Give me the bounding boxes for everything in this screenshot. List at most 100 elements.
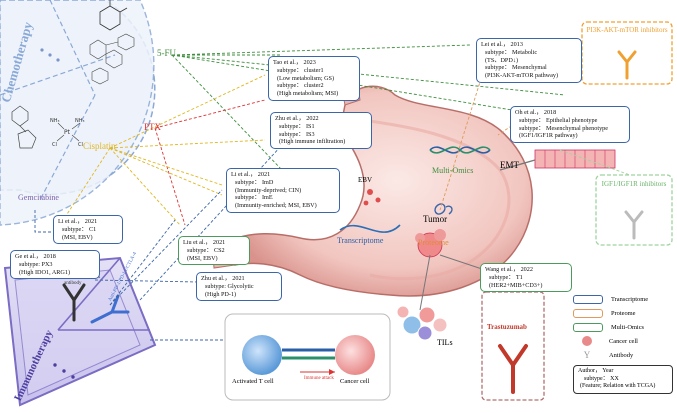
study-line: subtype： Mesenchymal phenotype [519, 124, 609, 132]
study-box-liu-2021: Liu et al.， 2021 subtype： CS2 (MSI, EBV) [178, 236, 250, 266]
drug-5fu-label: 5-FU [157, 48, 177, 58]
cancer-cell-label: Cancer cell [340, 378, 370, 385]
anti-pd1-antibody-icon [90, 294, 130, 324]
study-line: subtype: PX3 [19, 260, 53, 268]
cisplatin-nh3-left: NH₃ [50, 118, 60, 124]
study-box-zhu-2022: Zhu et al.， 2022 subtype： IS1 subtype： I… [270, 112, 372, 149]
legend-label: Antibody [609, 351, 634, 359]
legend-swatch [573, 322, 603, 332]
study-line: (TS、DPD↓) [485, 56, 519, 64]
drug-ptx-label: PTX [144, 122, 162, 132]
trastuzumab-antibody-icon [498, 344, 528, 394]
study-title: Lei et al.， 2013 [481, 41, 523, 48]
emt-label: EMT [500, 160, 519, 170]
legend-label: Cancer cell [609, 337, 638, 345]
legend-label: Multi-Omics [611, 323, 645, 331]
study-box-oh-2018: Oh et al.， 2018 subtype： Epithelial phen… [510, 106, 630, 143]
activated-t-cell-label: Activated T cell [232, 378, 274, 385]
tumor-mass [415, 229, 446, 258]
legend-item-multi-omics: Multi-Omics [573, 320, 673, 334]
drug-gemcitabine-label: Gemcitabine [18, 193, 59, 202]
study-line: subtype： cluster1 [277, 66, 324, 74]
study-line: subtype： cluster2 [277, 82, 324, 90]
study-line: subtype： CS2 [187, 246, 225, 254]
transcriptome-rna-icon [339, 224, 401, 233]
study-line: subtype： IS1 [279, 122, 315, 130]
igf-antibody-icon [624, 210, 644, 240]
antibody-icon: Y [583, 349, 591, 360]
trastuzumab-label: Trastuzumab [487, 323, 527, 331]
cisplatin-nh3-right: NH₃ [75, 118, 85, 124]
study-title: Li et al.， 2021 [231, 171, 271, 178]
legend-label: Transcriptome [611, 295, 649, 303]
study-title: Wang et al.， 2022 [485, 266, 533, 273]
legend-swatch [573, 308, 603, 318]
fluorouracil-structure-icon [99, 0, 128, 31]
chemotherapy-panel: NH₃ NH₃ Pt Cl Cl [0, 0, 156, 226]
trastuzumab-box [481, 291, 545, 401]
study-box-li-2021-c1: Li et al.， 2021 subtype： C1 (MSI, EBV) [53, 215, 123, 245]
study-line: (Immunity-deprived; CIN) [235, 186, 302, 194]
legend-key-box: Author， Year subtype： XX (Feature; Relat… [573, 365, 673, 394]
legend-label: Proteome [611, 309, 636, 317]
study-line: subtype： Metabolic [485, 48, 538, 56]
study-title: Zhu et al.， 2021 [201, 275, 245, 282]
legend-swatch [573, 294, 603, 304]
legend-key-title: Author， Year [578, 368, 614, 374]
legend-key-line: subtype： XX [584, 375, 619, 382]
study-title: Li et al.， 2021 [58, 218, 98, 225]
legend-item-proteome: Proteome [573, 306, 673, 320]
multi-omics-label: Multi-Omics [432, 166, 474, 175]
study-box-li-2021-imd: Li et al.， 2021 subtype： ImD (Immunity-d… [226, 168, 340, 213]
drug-cisplatin-label: Cisplatin [83, 141, 116, 151]
cancer-cell-inset [335, 335, 375, 375]
study-box-tao-2023: Tao et al.， 2023 subtype： cluster1 (Low … [268, 56, 360, 101]
anti-ido-antibody-icon [62, 283, 86, 322]
tumor-label: Tumor [423, 214, 448, 224]
activated-t-cell [242, 335, 282, 375]
immune-attack-label: Immune attack [304, 376, 334, 381]
study-line: subtype： IS3 [279, 130, 315, 138]
study-line: (Low metabolism; GS) [277, 74, 335, 82]
igf-inhibitor-label: IGF1/IGF1R inhibitors [601, 180, 667, 188]
pi3k-antibody-icon [617, 50, 637, 80]
study-line: subtype： ImE [235, 194, 273, 202]
study-line: (High metabolism; MSI) [277, 90, 339, 97]
study-line: (High PD-1) [205, 290, 237, 298]
study-box-wang-2022: Wang et al.， 2022 subtype： T1 (HER2+MIB+… [480, 263, 572, 293]
cisplatin-cl-left: Cl [52, 142, 57, 148]
tils-label: TILs [437, 338, 453, 347]
connector-lines [34, 44, 631, 341]
study-line: subtype： Mesenchymal [485, 64, 547, 72]
proteome-protein-icon [434, 203, 453, 215]
study-line: subtype： ImD [235, 178, 274, 186]
study-line: subtype： C1 [62, 225, 97, 233]
transcriptome-label: Transcriptome [337, 236, 384, 245]
legend-item-antibody: Y Antibody [573, 348, 673, 362]
igf-inhibitor-box [595, 174, 673, 246]
study-title: Tao et al.， 2023 [273, 59, 316, 66]
proteome-label: Proteome [418, 238, 449, 247]
legend-key-line: (Feature; Relation with TCGA) [580, 383, 656, 389]
gemcitabine-structure-icon [11, 105, 37, 149]
paclitaxel-structure-icon [89, 33, 135, 85]
ebv-label: EBV [358, 176, 372, 184]
cisplatin-pt: Pt [64, 129, 71, 136]
study-title: Liu et al.， 2021 [183, 239, 226, 246]
pi3k-inhibitor-label: PI3K-AKT-mTOR inhibitors [586, 26, 668, 34]
legend-item-transcriptome: Transcriptome [573, 292, 673, 306]
study-box-zhu-2021: Zhu et al.， 2021 subtype: Glycolytic (Hi… [196, 272, 282, 302]
study-line: subtype: Glycolytic [205, 282, 254, 290]
study-line: (Immunity-enriched; MSI, EBV) [235, 202, 317, 209]
study-line: subtype： Epithelial phenotype [519, 116, 598, 124]
study-line: (IGF1/IGF1R pathway) [519, 132, 578, 140]
dna-helix-icon [429, 146, 491, 154]
study-line: (PI3K-AKT-mTOR pathway) [485, 72, 559, 79]
study-title: Ge et al.， 2018 [15, 253, 56, 260]
study-line: (High IDO1, ARG1) [19, 268, 71, 276]
study-line: subtype： T1 [489, 273, 523, 281]
tils-cluster [396, 305, 448, 341]
tumor-arrows [419, 254, 486, 311]
study-box-lei-2013: Lei et al.， 2013 subtype： Metabolic (TS、… [476, 38, 582, 83]
